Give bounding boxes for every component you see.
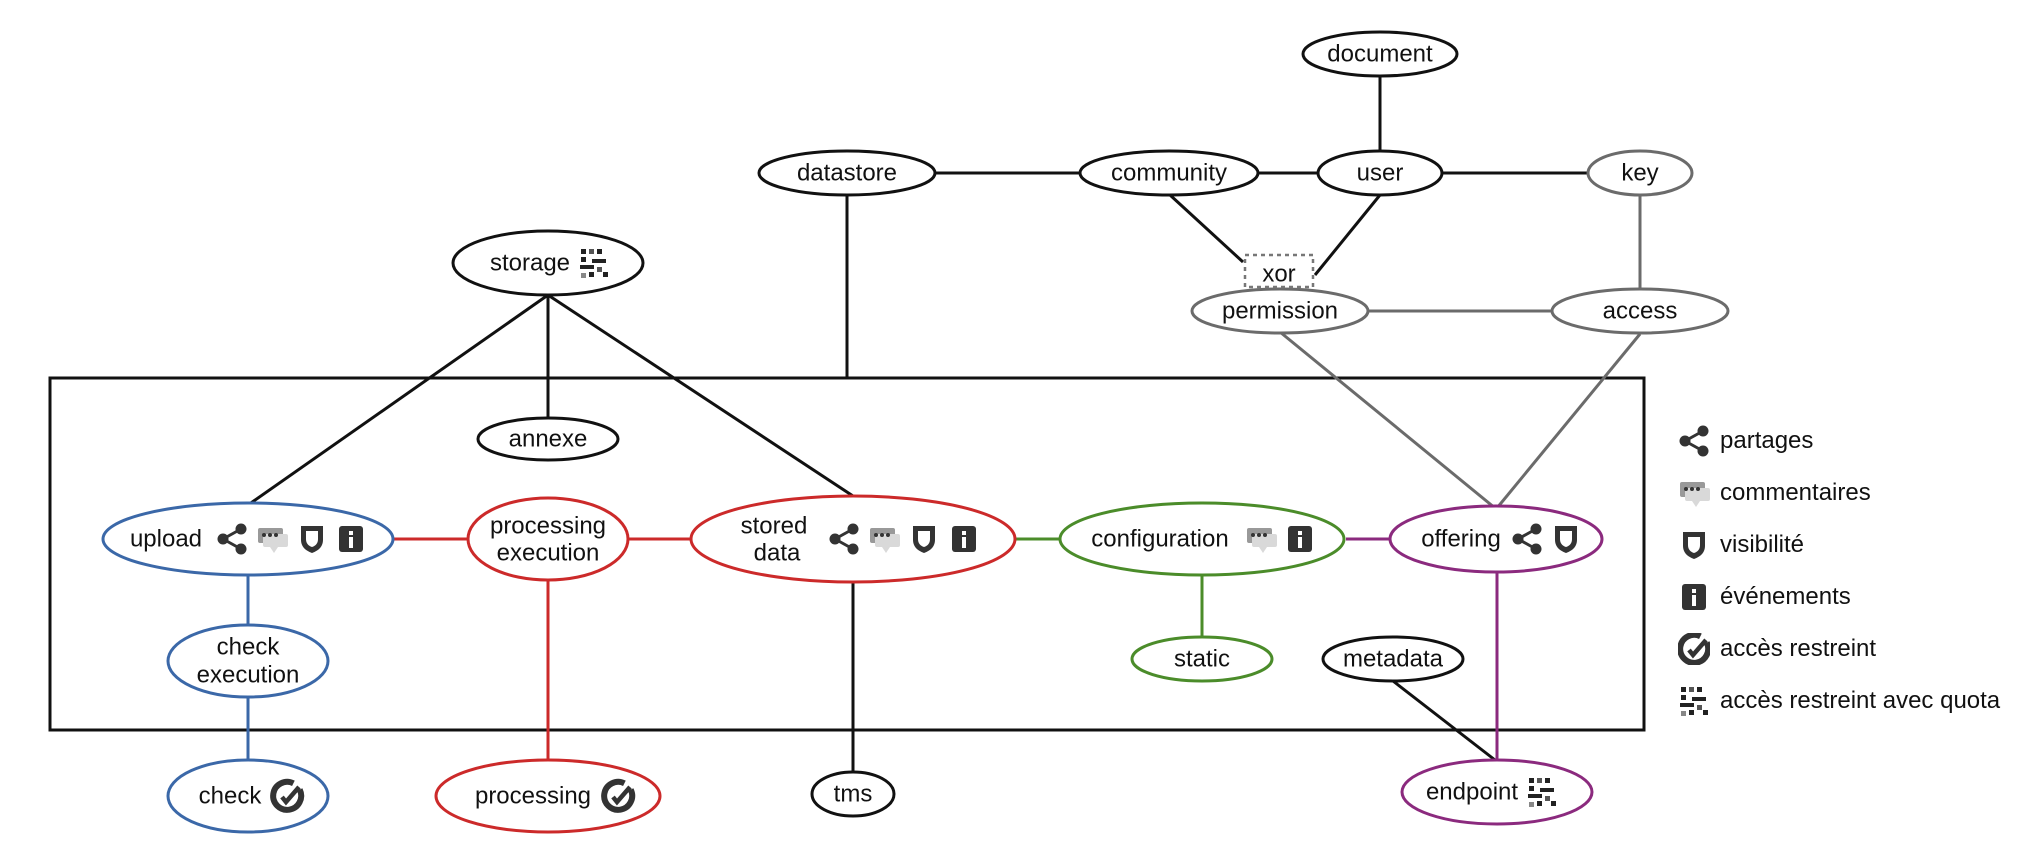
- check-badge-icon: [1678, 633, 1710, 665]
- node-label: document: [1327, 41, 1433, 68]
- legend-item-comment: commentaires: [1678, 467, 2000, 519]
- node-offering[interactable]: offering: [1388, 504, 1604, 574]
- node-label: community: [1111, 160, 1227, 187]
- node-access[interactable]: access: [1550, 287, 1730, 335]
- comment-icon: [1680, 482, 1710, 507]
- edge-storage-upload: [247, 293, 549, 507]
- node-static[interactable]: static: [1130, 635, 1274, 683]
- share-icon: [1678, 425, 1710, 457]
- node-label: static: [1174, 646, 1230, 673]
- node-document[interactable]: document: [1301, 30, 1459, 78]
- node-user[interactable]: user: [1316, 149, 1444, 197]
- node-permission[interactable]: permission: [1190, 287, 1370, 335]
- node-label-line1: processing: [490, 513, 606, 540]
- legend-item-check: accès restreint: [1678, 623, 2000, 675]
- legend-item-info: événements: [1678, 571, 2000, 623]
- node-stored-data[interactable]: stored data: [689, 494, 1017, 584]
- quota-icon: [1680, 687, 1708, 716]
- edge-permission-offering: [1279, 330, 1496, 510]
- node-label: tms: [834, 781, 873, 808]
- edge-access-offering: [1495, 333, 1642, 509]
- legend-item-shield: visibilité: [1678, 519, 2000, 571]
- legend-label: visibilité: [1720, 531, 1805, 558]
- edges: [246, 77, 1642, 772]
- node-label: endpoint: [1426, 779, 1518, 806]
- legend-label: événements: [1720, 583, 1851, 610]
- edge-metadata-endpoint: [1392, 679, 1496, 762]
- node-datastore[interactable]: datastore: [757, 149, 937, 197]
- node-check[interactable]: check: [166, 758, 330, 834]
- node-label: key: [1621, 160, 1658, 187]
- node-processing-execution[interactable]: processing execution: [466, 496, 630, 582]
- xor-label: xor: [1262, 261, 1295, 288]
- info-icon: [339, 526, 363, 552]
- node-storage[interactable]: storage: [451, 229, 645, 297]
- legend-item-quota: accès restreint avec quota: [1678, 675, 2000, 727]
- node-label: annexe: [509, 426, 588, 453]
- edge-community-xor: [1168, 193, 1245, 264]
- edge-storage-stored-data: [547, 293, 854, 498]
- node-endpoint[interactable]: endpoint: [1400, 758, 1594, 826]
- node-annexe[interactable]: annexe: [476, 416, 620, 462]
- legend: partages commentaires visibilité événeme…: [1678, 415, 2000, 727]
- xor-box: xor: [1243, 253, 1315, 289]
- info-icon: [1288, 526, 1312, 552]
- info-icon: [1682, 584, 1706, 610]
- node-label-line2: execution: [197, 662, 300, 689]
- node-label: check: [199, 783, 263, 810]
- node-label: access: [1603, 298, 1678, 325]
- node-processing[interactable]: processing: [434, 758, 662, 834]
- node-label: offering: [1421, 526, 1501, 553]
- node-label: metadata: [1343, 646, 1444, 673]
- node-label-line1: stored: [741, 513, 808, 540]
- node-label-line1: check: [217, 634, 281, 661]
- node-label: processing: [475, 783, 591, 810]
- node-tms[interactable]: tms: [810, 770, 896, 818]
- node-key[interactable]: key: [1586, 149, 1694, 197]
- node-label: upload: [130, 526, 202, 553]
- legend-label: accès restreint avec quota: [1720, 687, 2001, 714]
- node-label: user: [1357, 160, 1404, 187]
- node-label: storage: [490, 250, 570, 277]
- legend-label: accès restreint: [1720, 635, 1877, 662]
- node-metadata[interactable]: metadata: [1321, 635, 1465, 683]
- info-icon: [952, 526, 976, 552]
- legend-item-share: partages: [1678, 415, 2000, 467]
- node-label-line2: data: [754, 540, 801, 567]
- node-label: datastore: [797, 160, 897, 187]
- node-configuration[interactable]: configuration: [1058, 501, 1346, 577]
- node-label: permission: [1222, 298, 1338, 325]
- legend-label: partages: [1720, 427, 1814, 454]
- node-check-execution[interactable]: check execution: [166, 623, 330, 699]
- edge-user-xor: [1313, 194, 1382, 276]
- node-upload[interactable]: upload: [101, 501, 395, 577]
- node-community[interactable]: community: [1078, 149, 1260, 197]
- node-label: configuration: [1091, 526, 1228, 553]
- node-label-line2: execution: [497, 540, 600, 567]
- shield-icon: [1683, 532, 1705, 559]
- legend-label: commentaires: [1720, 479, 1871, 506]
